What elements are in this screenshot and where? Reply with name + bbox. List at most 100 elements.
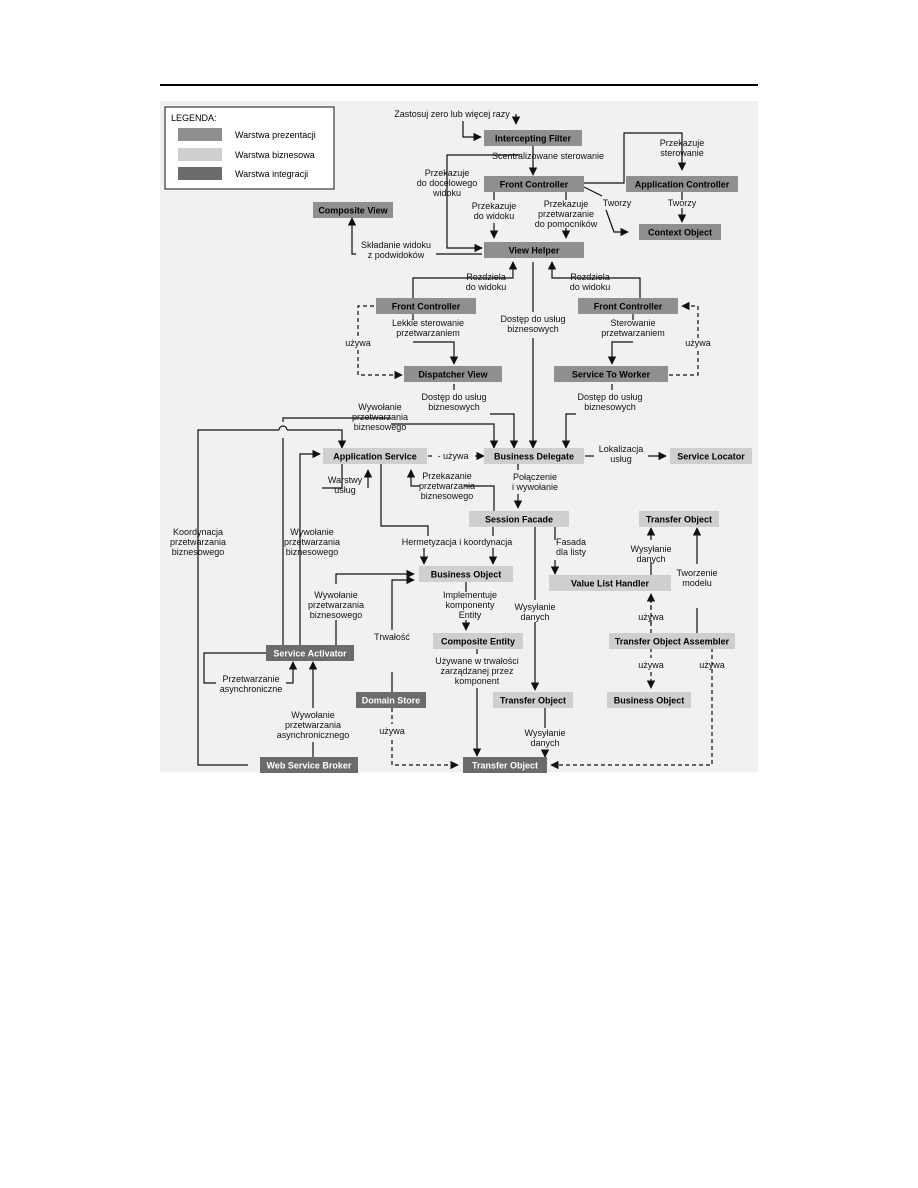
edge-sa-as	[299, 449, 321, 645]
svg-text:Transfer Object: Transfer Object	[472, 761, 538, 771]
label-line: Tworzenie	[676, 568, 717, 578]
legend: LEGENDA: Warstwa prezentacji Warstwa biz…	[164, 106, 335, 190]
node-service-locator: Service Locator	[670, 448, 752, 464]
label-line: biznesowych	[507, 324, 559, 334]
label-hermetyzacja: Hermetyzacja i koordynacja	[402, 537, 513, 547]
node-application-controller: Application Controller	[626, 176, 738, 192]
nodes: Intercepting Filter Front Controller App…	[260, 130, 752, 773]
svg-text:Session Facade: Session Facade	[485, 515, 553, 525]
label-line: usług	[334, 485, 356, 495]
label-line: Trwałość	[374, 632, 410, 642]
edge-rozdziela-right	[547, 261, 641, 298]
label-uzywa-toa-right: używa	[699, 660, 725, 670]
label-line: przetwarzania	[352, 412, 408, 422]
label-line: danych	[636, 554, 665, 564]
svg-text:Value List Handler: Value List Handler	[571, 579, 650, 589]
edge-vh-cv	[347, 217, 357, 255]
label-line: biznesowych	[428, 402, 480, 412]
svg-text:Front Controller: Front Controller	[500, 180, 569, 190]
label-line: Hermetyzacja i koordynacja	[402, 537, 513, 547]
label-line: używa	[345, 338, 371, 348]
label-line: biznesowych	[584, 402, 636, 412]
label-line: Wywołanie	[358, 402, 401, 412]
edge-uzywa-ds-tob	[391, 708, 458, 765]
label-line: Używane w trwałości	[435, 656, 519, 666]
label-line: usług	[610, 454, 632, 464]
label-line: Fasada	[556, 537, 586, 547]
label-line: danych	[530, 738, 559, 748]
label-line: biznesowego	[172, 547, 225, 557]
edge-koordynacja-hop	[278, 425, 288, 431]
node-composite-view: Composite View	[313, 202, 393, 218]
edge-koordynacja-loop	[197, 429, 342, 766]
node-transfer-object-assembler: Transfer Object Assembler	[609, 633, 735, 649]
label-line: modelu	[682, 578, 712, 588]
label-line: używa	[685, 338, 711, 348]
legend-swatch-business	[178, 148, 222, 161]
label-line: komponent	[455, 676, 500, 686]
label-line: z podwidoków	[368, 250, 425, 260]
node-session-facade: Session Facade	[469, 511, 569, 527]
svg-text:Front Controller: Front Controller	[594, 302, 663, 312]
node-front-controller-top: Front Controller	[484, 176, 584, 192]
svg-text:Business Object: Business Object	[614, 696, 685, 706]
label-line: Przetwarzanie	[222, 674, 279, 684]
edge-fc-viewhelper-left	[446, 154, 520, 253]
node-front-controller-left: Front Controller	[376, 298, 476, 314]
edges	[197, 114, 702, 766]
label-line: biznesowego	[286, 547, 339, 557]
label-zastosuj: Zastosuj zero lub więcej razy	[394, 109, 510, 119]
dashed-edges	[357, 306, 713, 765]
label-line: Sterowanie	[610, 318, 655, 328]
label-line: asynchroniczne	[220, 684, 283, 694]
label-scentralizowane: Scentralizowane sterowanie	[492, 151, 604, 161]
edge-rozdziela-left	[412, 261, 518, 298]
edge-dv-bd	[490, 413, 519, 449]
node-business-delegate: Business Delegate	[484, 448, 584, 464]
label-line: Lokalizacja	[599, 444, 644, 454]
label-line: przetwarzaniem	[601, 328, 665, 338]
edge-sa-bo	[335, 569, 415, 584]
label-line: Wysyłanie	[525, 728, 566, 738]
label-line: Dostęp do usług	[577, 392, 642, 402]
edge-warstwy-loop	[322, 464, 368, 489]
label-line: sterowanie	[660, 148, 704, 158]
node-context-object: Context Object	[639, 224, 721, 240]
label-uzywa-left: używa	[345, 338, 371, 348]
node-service-activator: Service Activator	[266, 645, 354, 661]
svg-text:Service To Worker: Service To Worker	[572, 370, 651, 380]
label-line: biznesowego	[354, 422, 407, 432]
label-line: Lekkie sterowanie	[392, 318, 464, 328]
node-front-controller-right: Front Controller	[578, 298, 678, 314]
svg-text:View Helper: View Helper	[509, 246, 560, 256]
svg-text:Business Object: Business Object	[431, 570, 502, 580]
label-trwalosc: Trwałość	[374, 632, 410, 642]
label-line: Przekazanie	[422, 471, 472, 481]
edge-sa-top	[282, 417, 391, 422]
edge-ds-bo	[391, 575, 415, 630]
svg-text:Transfer Object: Transfer Object	[646, 515, 712, 525]
label-line: widoku	[432, 188, 461, 198]
legend-label-business: Warstwa biznesowa	[235, 150, 315, 160]
node-intercepting-filter: Intercepting Filter	[484, 130, 582, 146]
label-line: przetwarzania	[170, 537, 226, 547]
label-line: zarządzanej przez	[440, 666, 514, 676]
edge-sf-as	[406, 469, 420, 487]
node-transfer-object-center: Transfer Object	[493, 692, 573, 708]
